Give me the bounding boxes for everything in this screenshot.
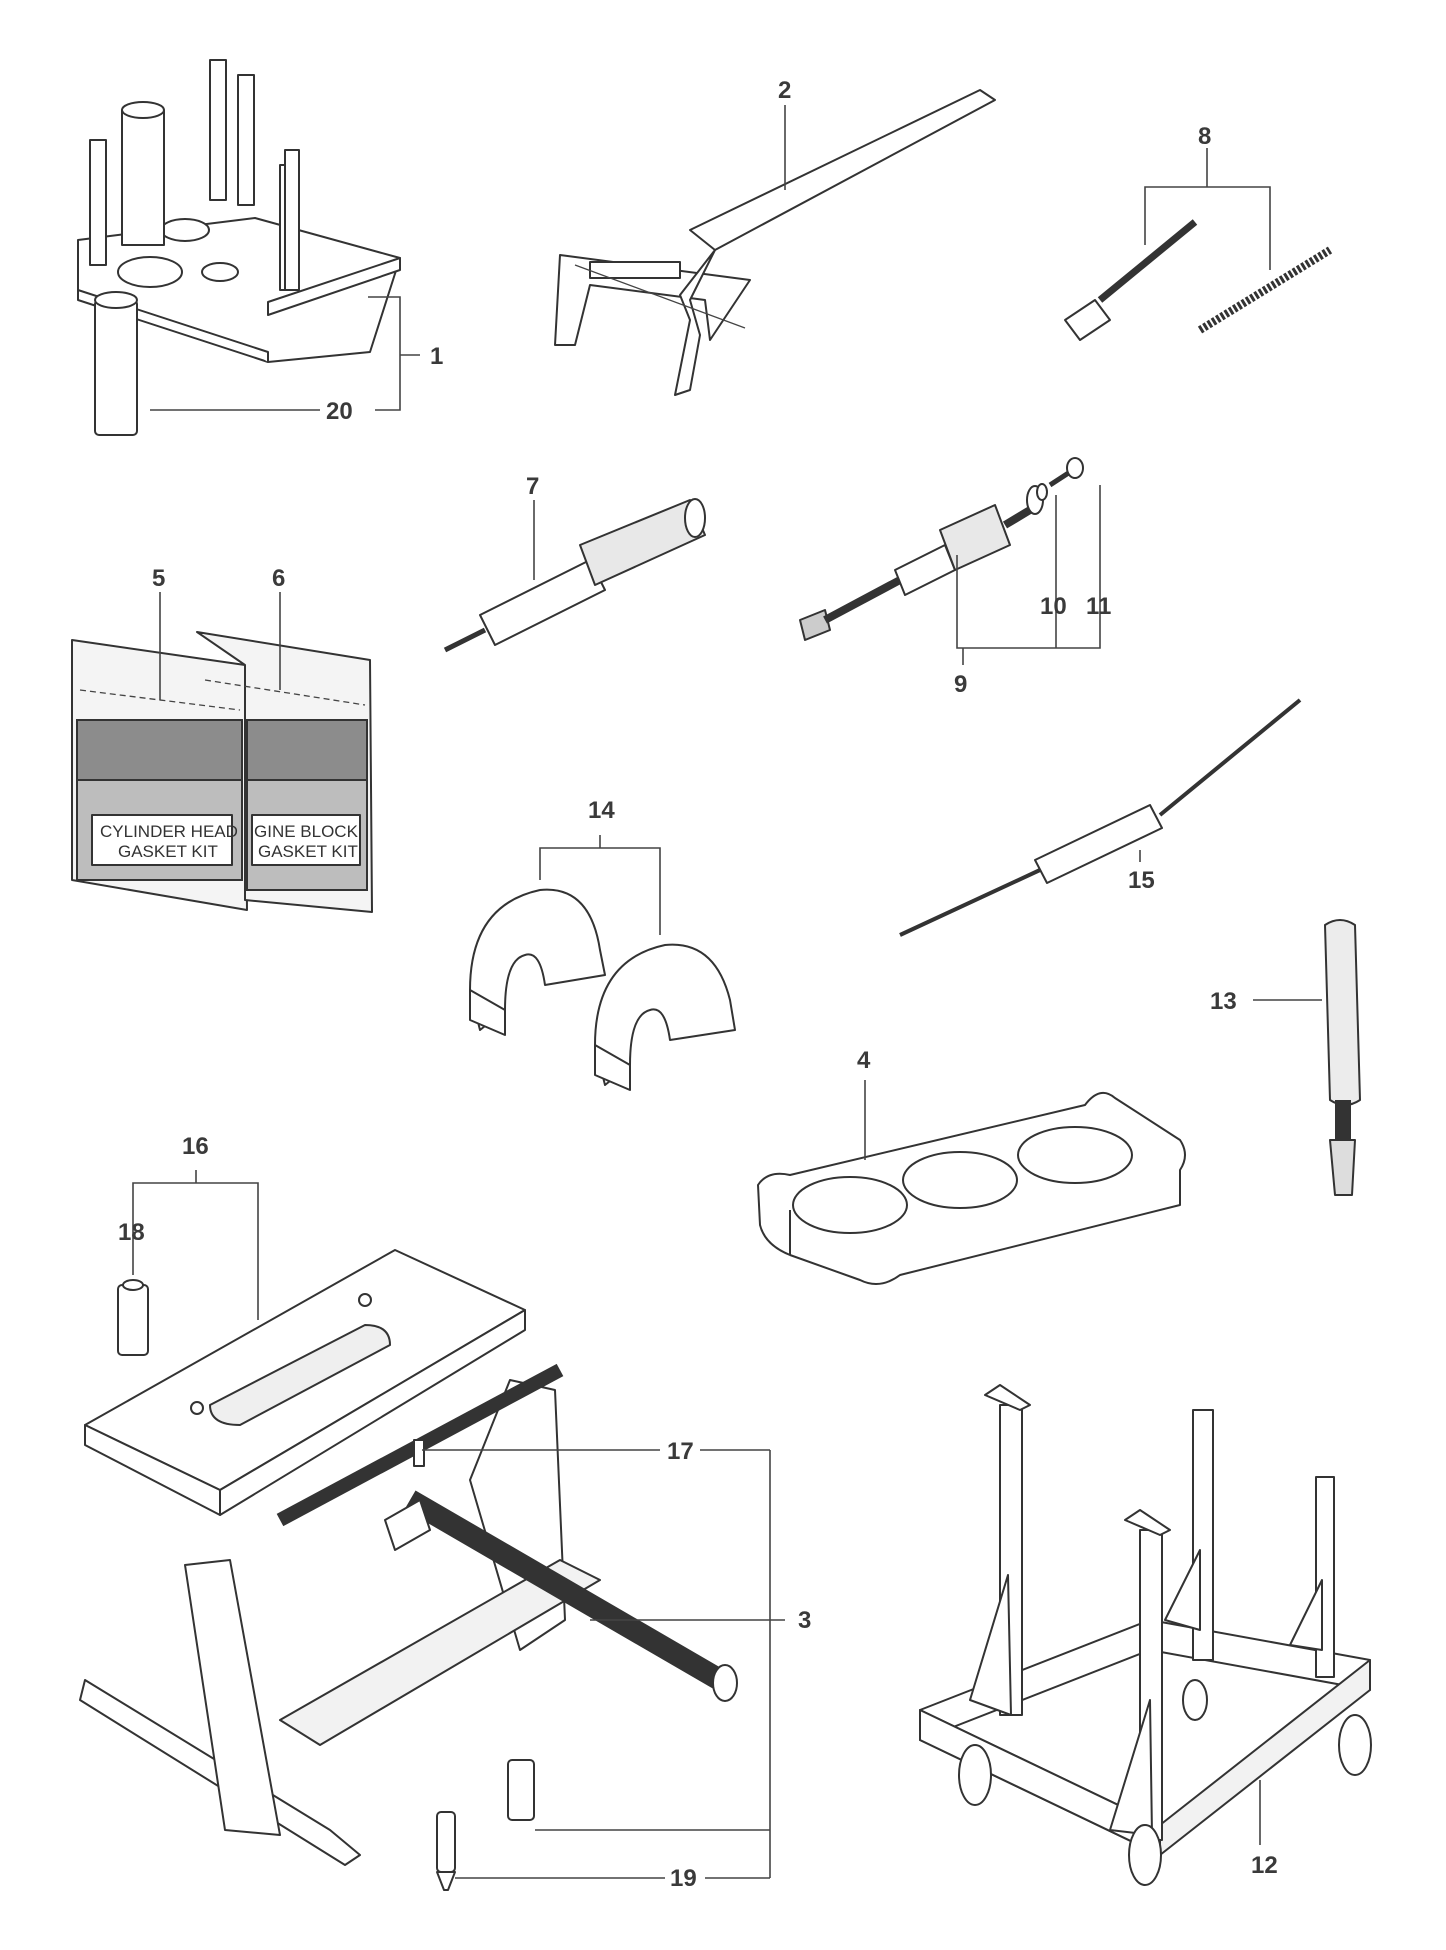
part-1-pin-plate-fixture	[77, 59, 401, 436]
part-4-three-bore-plate	[757, 1091, 1186, 1285]
bag6-label-line2: GASKET KIT	[258, 842, 358, 861]
part-9-slide-hammer	[799, 485, 1044, 641]
part-7-knurled-punch	[443, 498, 706, 653]
callout-8: 8	[1198, 123, 1211, 150]
callout-5: 5	[152, 565, 165, 592]
callout-4: 4	[857, 1047, 871, 1074]
callout-11: 11	[1086, 593, 1111, 620]
callout-1: 1	[430, 343, 443, 370]
callout-15: 15	[1128, 867, 1155, 894]
leader-8	[1144, 186, 1271, 270]
part-5-cylinder-head-gasket-bag: CYLINDER HEAD GASKET KIT	[71, 639, 248, 911]
callout-9: 9	[954, 671, 967, 698]
callout-6: 6	[272, 565, 285, 592]
callout-13: 13	[1210, 988, 1237, 1015]
part-19-pins	[436, 1759, 535, 1891]
callout-20: 20	[326, 398, 353, 425]
part-18-locating-pin	[117, 1279, 149, 1356]
callout-3: 3	[798, 1607, 811, 1634]
callout-19: 19	[670, 1865, 697, 1892]
bag6-label-line1: GINE BLOCK	[254, 822, 359, 841]
bag5-label-line2: GASKET KIT	[118, 842, 218, 861]
part-2-puller-pliers	[554, 89, 996, 396]
part-6-engine-block-gasket-bag: GINE BLOCK GASKET KIT	[196, 631, 373, 913]
part-15-long-rod	[899, 698, 1302, 937]
part-3-engine-stand	[79, 1363, 738, 1866]
part-13-knurled-tool	[1324, 919, 1361, 1196]
part-17-pin	[413, 1439, 425, 1467]
callout-17: 17	[667, 1438, 694, 1465]
part-11-screw	[1048, 457, 1084, 488]
callout-10: 10	[1040, 593, 1067, 620]
part-14-half-rings	[469, 888, 736, 1091]
callout-18: 18	[118, 1219, 145, 1246]
part-8-rods	[1064, 219, 1333, 341]
callout-16: 16	[182, 1133, 209, 1160]
bag5-label-line1: CYLINDER HEAD	[100, 822, 238, 841]
leader-9-11	[956, 485, 1101, 649]
part-12-trolley-stand	[919, 1384, 1372, 1886]
leader-1-20	[368, 296, 401, 411]
callout-7: 7	[526, 473, 539, 500]
part-10-washer	[1036, 483, 1048, 501]
callout-14: 14	[588, 797, 615, 824]
part-16-adapter-plate	[84, 1249, 526, 1516]
callout-12: 12	[1251, 1852, 1278, 1879]
callout-2: 2	[778, 77, 791, 104]
leader-16	[132, 1182, 259, 1320]
